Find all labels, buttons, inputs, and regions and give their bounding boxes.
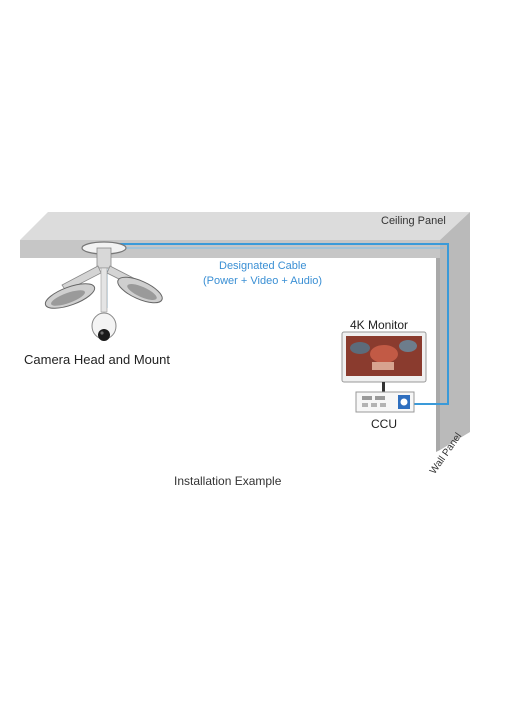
ceiling-panel-label: Ceiling Panel [381, 215, 446, 227]
ceiling-panel-top [20, 212, 470, 240]
monitor-label: 4K Monitor [350, 318, 409, 332]
ccu-unit-icon [355, 391, 415, 413]
camera-mount-icon [44, 241, 163, 341]
wall-panel-front [436, 258, 440, 452]
cable-sublabel: (Power + Video + Audio) [203, 275, 323, 287]
diagram-caption: Installation Example [174, 474, 282, 488]
monitor-icon [341, 331, 427, 392]
ccu-label: CCU [371, 417, 397, 431]
wall-panel-side [440, 212, 470, 450]
camera-label: Camera Head and Mount [24, 352, 170, 367]
cable-label: Designated Cable [219, 260, 307, 272]
